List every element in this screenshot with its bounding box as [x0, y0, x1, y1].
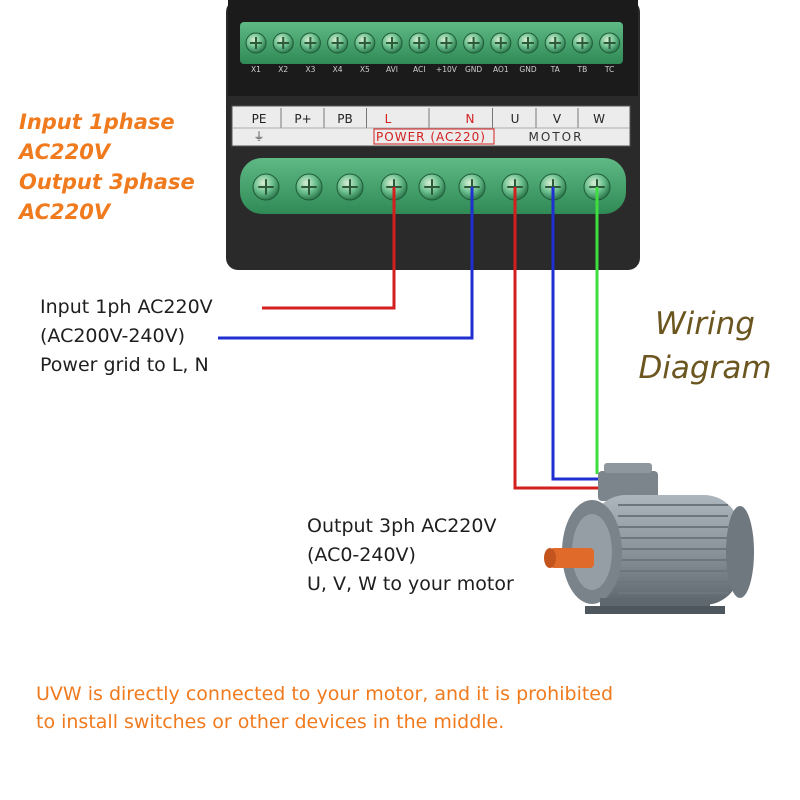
power-group-label: POWER (AC220)	[376, 130, 486, 144]
power-label-plate	[231, 105, 631, 147]
spec-heading-line-3: Output 3phase	[19, 170, 195, 194]
control-terminal-screw	[517, 32, 539, 54]
motor-group-label: MOTOR	[529, 130, 584, 144]
power-label-dividers	[232, 108, 630, 129]
control-terminal-label: TA	[550, 65, 561, 74]
power-terminal-screw	[418, 173, 446, 201]
spec-heading-line-2: AC220V	[19, 140, 111, 164]
input-note-line-2: (AC200V-240V)	[40, 325, 186, 347]
power-terminal-label: P+	[294, 112, 311, 126]
wire-input-l	[262, 187, 396, 310]
control-terminal-screw	[599, 32, 621, 54]
control-terminal-screw	[299, 32, 321, 54]
output-note-line-2: (AC0-240V)	[307, 544, 416, 566]
output-note-line-1: Output 3ph AC220V	[307, 515, 497, 537]
control-terminal-strip	[240, 22, 623, 64]
control-terminal-label: GND	[465, 65, 482, 74]
power-terminal-labels: PE P+ PB L N U V W	[252, 112, 605, 126]
power-terminal-label: L	[385, 112, 392, 126]
control-terminal-screw	[544, 32, 566, 54]
diagram-title: Wiring Diagram	[615, 302, 795, 390]
control-terminal-screw	[381, 32, 403, 54]
power-terminal-screws	[252, 173, 611, 201]
control-terminal-screw	[490, 32, 512, 54]
control-terminal-screws	[245, 32, 621, 54]
wire-input-n	[218, 187, 474, 340]
control-terminal-label: +10V	[436, 65, 458, 74]
control-terminal-label: TC	[604, 65, 614, 74]
power-terminal-screw	[295, 173, 323, 201]
spec-heading: Input 1phase AC220V Output 3phase AC220V	[19, 107, 195, 227]
diagram-title-line-2: Diagram	[638, 350, 772, 386]
control-terminal-label: GND	[519, 65, 536, 74]
control-terminal-screw	[463, 32, 485, 54]
warning-text: UVW is directly connected to your motor,…	[36, 680, 786, 736]
wire-output-v	[551, 187, 612, 481]
diagram-title-line-1: Wiring	[655, 306, 755, 342]
power-terminal-screw	[252, 173, 280, 201]
input-note: Input 1ph AC220V (AC200V-240V) Power gri…	[40, 293, 213, 380]
control-terminal-screw	[245, 32, 267, 54]
control-terminal-label: ACI	[413, 65, 425, 74]
power-terminal-label: V	[553, 112, 562, 126]
control-terminal-label: TB	[577, 65, 588, 74]
control-terminal-screw	[408, 32, 430, 54]
motor-image	[544, 463, 754, 614]
control-terminal-label: X3	[305, 65, 315, 74]
control-terminal-label: X5	[360, 65, 370, 74]
control-terminal-label: X1	[251, 65, 261, 74]
input-note-line-1: Input 1ph AC220V	[40, 296, 213, 318]
control-terminal-label: AO1	[493, 65, 509, 74]
control-terminal-label: X4	[333, 65, 343, 74]
power-terminal-label: W	[593, 112, 605, 126]
output-note-line-3: U, V, W to your motor	[307, 573, 514, 595]
spec-heading-line-4: AC220V	[19, 200, 111, 224]
control-terminal-screw	[354, 32, 376, 54]
power-group-bracket	[373, 128, 495, 145]
control-terminal-label: X2	[278, 65, 288, 74]
control-terminal-screw	[327, 32, 349, 54]
warning-line-2: to install switches or other devices in …	[36, 711, 505, 733]
power-terminal-label: PE	[252, 112, 267, 126]
control-terminal-screw	[571, 32, 593, 54]
power-terminal-label: N	[466, 112, 475, 126]
control-terminal-screw	[435, 32, 457, 54]
input-note-line-3: Power grid to L, N	[40, 354, 209, 376]
control-terminal-label: AVI	[386, 65, 398, 74]
warning-line-1: UVW is directly connected to your motor,…	[36, 683, 614, 705]
ground-symbol-icon: ⏚	[254, 130, 265, 143]
output-note: Output 3ph AC220V (AC0-240V) U, V, W to …	[307, 512, 514, 599]
power-terminal-screw	[336, 173, 364, 201]
power-terminal-label: U	[511, 112, 520, 126]
power-terminal-label: PB	[337, 112, 352, 126]
control-terminal-screw	[272, 32, 294, 54]
spec-heading-line-1: Input 1phase	[19, 110, 175, 134]
wire-output-u	[513, 187, 602, 490]
control-terminal-labels: X1 X2 X3 X4 X5 AVI ACI +10V GND AO1 GND TA TB TC	[251, 65, 614, 74]
